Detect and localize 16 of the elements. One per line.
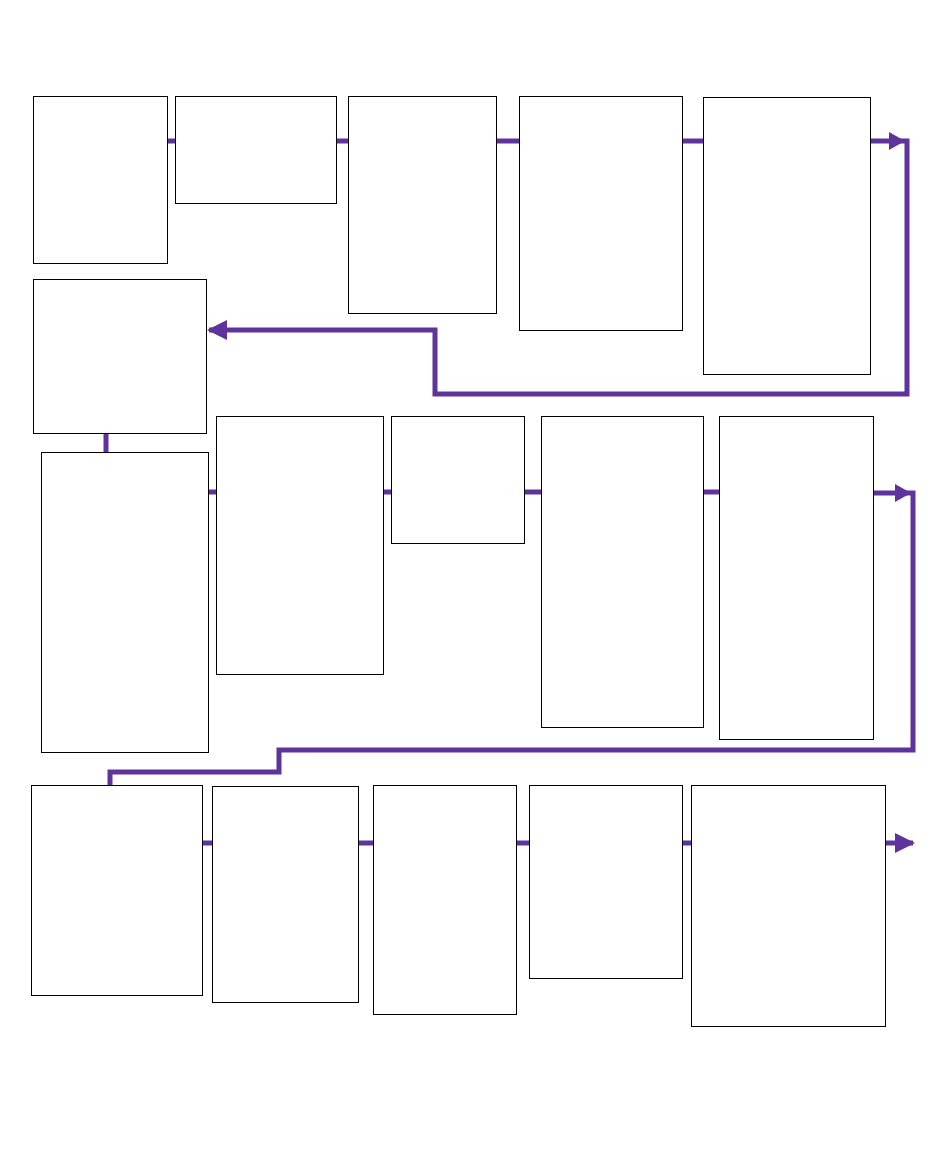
process-box [691,785,886,1027]
process-box [519,96,683,331]
process-box [33,96,168,264]
process-box [541,416,704,728]
process-box [348,96,497,314]
process-box [216,416,384,675]
process-box [703,97,871,375]
process-box [373,785,517,1015]
process-box [212,786,359,1003]
process-box [175,96,337,204]
process-box [33,279,207,434]
process-box [41,452,209,753]
process-box [391,416,525,544]
process-box [719,416,874,740]
process-box [31,785,203,996]
process-box [529,785,683,979]
